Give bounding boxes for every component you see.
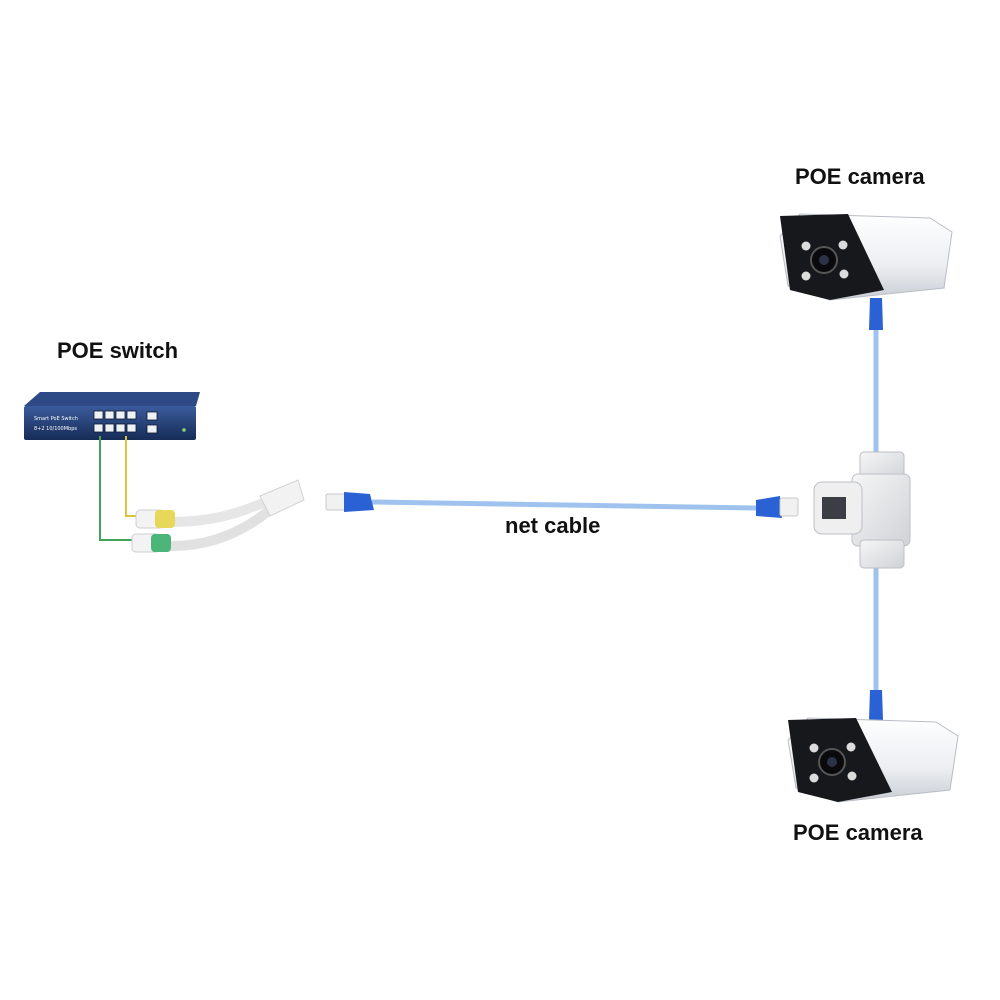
green-wire: [99, 436, 140, 541]
tee-port: [822, 497, 846, 519]
poe-camera-top: [779, 213, 953, 301]
poe-switch: Smart PoE Switch 8+2 10/100Mbps: [24, 392, 200, 440]
top-camera-plug: [869, 298, 883, 330]
poe-switch-label: POE switch: [57, 338, 179, 363]
yellow-connector: [155, 510, 175, 528]
rj45-plug-left: [325, 492, 374, 512]
splitter-jack: [259, 479, 305, 517]
poe-camera-bottom: [787, 717, 959, 803]
cable-line: [371, 499, 757, 511]
poe-camera-bottom-label: POE camera: [793, 820, 923, 845]
net-cable-label: net cable: [505, 513, 601, 538]
bottom-camera-plug: [869, 690, 883, 720]
poe-splitter: [131, 479, 305, 553]
net-cable: [325, 492, 799, 518]
green-connector: [151, 534, 171, 552]
switch-panel-subtext: 8+2 10/100Mbps: [34, 426, 77, 432]
rj45-tee-adapter: [813, 451, 911, 569]
poe-camera-top-label: POE camera: [795, 164, 925, 189]
rj45-plug-right: [756, 496, 799, 518]
switch-panel-text: Smart PoE Switch: [34, 416, 78, 422]
ir-leds: [809, 742, 857, 783]
ethernet-ports: [93, 410, 158, 434]
switch-power-led: [182, 428, 186, 432]
ir-leds: [801, 240, 849, 281]
yellow-wire: [125, 436, 148, 517]
